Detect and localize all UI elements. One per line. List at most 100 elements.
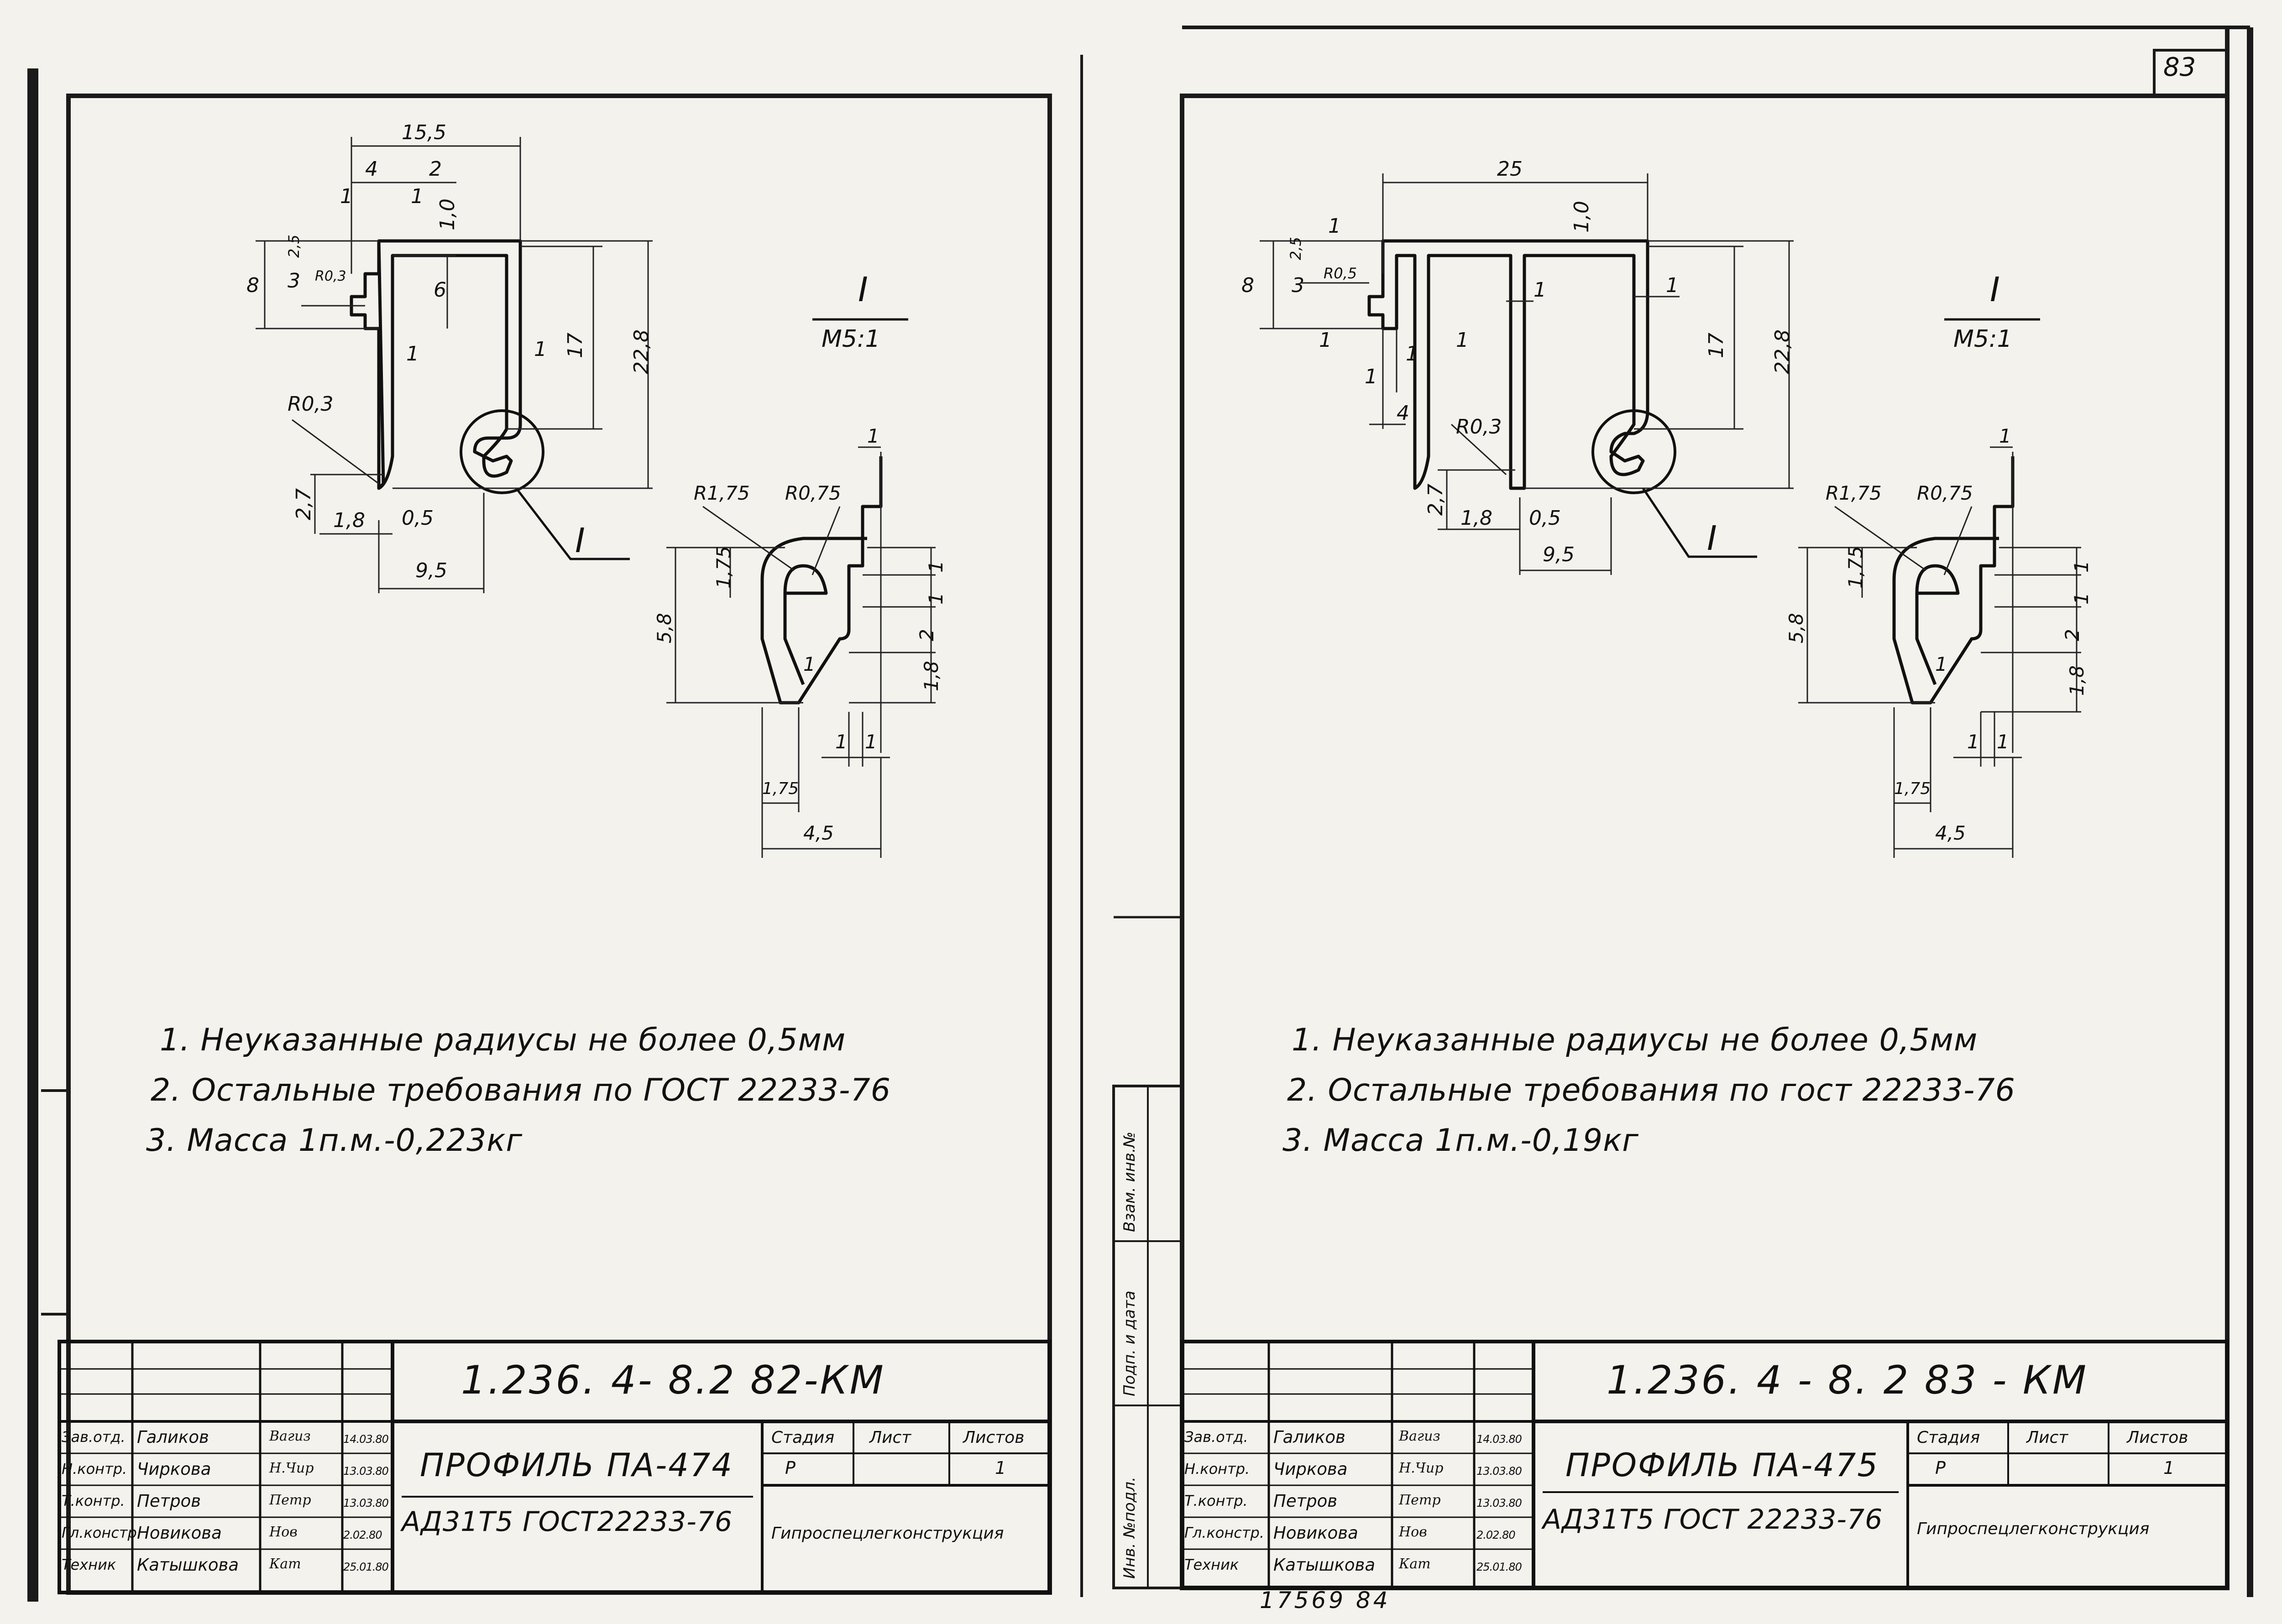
dim: 1,0 — [1570, 201, 1593, 233]
dim: 2 — [916, 629, 938, 641]
sig-date: 13.03.80 — [1476, 1465, 1522, 1478]
left-note-1: 1. Неуказанные радиусы не более 0,5мм — [160, 1022, 846, 1058]
dim: 1 — [1967, 731, 1979, 753]
dim: 22,8 — [1771, 329, 1794, 374]
sig-role: Т.контр. — [1184, 1492, 1248, 1509]
left-detail-label: I М5:1 I — [575, 270, 908, 560]
left-main-dimlines — [256, 137, 653, 593]
dim: 1 — [865, 731, 877, 753]
archive-number: 17569 84 — [1260, 1587, 1391, 1614]
sig-signature: Вагиз — [1399, 1428, 1440, 1444]
dim: 15,5 — [402, 121, 446, 144]
dim: 3 — [1292, 274, 1304, 297]
right-note-2: 2. Остальные требования по гост 22233-76 — [1287, 1072, 2015, 1108]
dim: 1 — [925, 592, 947, 605]
left-main-dim-texts: 15,5 4 2 1 1 1,0 2,5 3 R0,3 8 6 1 1 17 2… — [246, 121, 653, 582]
dim: 1 — [803, 653, 816, 675]
sheets-header: Листов — [2127, 1428, 2188, 1447]
dim: R0,3 — [1456, 415, 1502, 439]
dim: 9,5 — [415, 559, 447, 582]
sig-name: Галиков — [137, 1427, 209, 1447]
left-callout-leader — [517, 490, 630, 560]
dim: 8 — [1241, 274, 1254, 297]
left-detail-dim-texts: 1 R1,75 R0,75 1,75 1 1 5,8 2 1 1,8 1 1 1… — [653, 425, 947, 844]
sig-signature: Кат — [269, 1556, 301, 1572]
document-code: 1.236. 4 - 8. 2 83 - КМ — [1607, 1358, 2088, 1403]
left-note-2: 2. Остальные требования по ГОСТ 22233-76 — [151, 1072, 891, 1108]
stage-header: Стадия — [1917, 1428, 1980, 1447]
left-detail-dimlines — [666, 446, 936, 858]
dim: 1 — [835, 731, 848, 753]
sig-role: Зав.отд. — [1184, 1428, 1248, 1446]
material-spec: АД31Т5 ГОСТ 22233-76 — [1543, 1504, 1883, 1535]
sig-role: Гл.констр. — [1184, 1524, 1264, 1541]
dim: 1 — [1406, 342, 1418, 366]
callout-label: I — [575, 521, 585, 560]
stage-header: Стадия — [771, 1428, 835, 1447]
document-code: 1.236. 4- 8.2 82-КМ — [461, 1358, 885, 1403]
sheet-header: Лист — [869, 1428, 911, 1447]
dim: 5,8 — [1785, 613, 1807, 643]
dim: 1 — [1319, 329, 1332, 352]
dim: 3 — [288, 269, 300, 292]
dim: R0,75 — [1917, 482, 1973, 504]
dim: 1 — [1456, 329, 1469, 352]
right-main-dimlines — [1260, 173, 1794, 575]
sig-name: Чиркова — [1273, 1459, 1348, 1479]
dim: 1 — [2070, 560, 2093, 573]
sheets-header: Листов — [963, 1428, 1025, 1447]
profile-title: ПРОФИЛЬ ПА-474 — [420, 1446, 733, 1484]
dim: R0,5 — [1324, 265, 1357, 282]
dim: 1,8 — [2066, 665, 2088, 696]
dim: R1,75 — [694, 482, 750, 504]
sig-signature: Петр — [269, 1492, 311, 1508]
right-note-3: 3. Масса 1п.м.-0,19кг — [1282, 1123, 1639, 1159]
dim: 1,0 — [436, 198, 459, 230]
side-label-inv: Инв. №подл. — [1120, 1477, 1139, 1579]
dim: 1 — [1365, 365, 1377, 388]
dim: 4,5 — [1935, 822, 1966, 844]
left-title-block-grid — [58, 1340, 1052, 1594]
dim: 1 — [1666, 274, 1679, 297]
dim: R0,75 — [785, 482, 841, 504]
dim: 6 — [434, 278, 446, 302]
dim: 2 — [429, 157, 442, 181]
stage-value: Р — [1935, 1458, 1946, 1478]
dim: 1 — [2070, 592, 2093, 605]
sheet-frames — [27, 26, 2253, 1602]
dim: 1,8 — [333, 509, 365, 532]
sig-date: 2.02.80 — [1476, 1529, 1516, 1541]
right-detail-dim-texts: 1 R1,75 R0,75 1,75 1 1 5,8 2 1,8 1 1 1 1… — [1785, 425, 2093, 844]
right-detail-circle — [1591, 409, 1676, 494]
dim: 4,5 — [803, 822, 834, 844]
sig-role: Техник — [1184, 1556, 1239, 1573]
sig-name: Галиков — [1273, 1427, 1345, 1447]
dim: 2,5 — [285, 235, 303, 258]
left-detail-circle — [460, 409, 544, 494]
stage-value: Р — [785, 1458, 796, 1478]
sig-signature: Н.Чир — [269, 1460, 314, 1476]
dim: 17 — [564, 333, 587, 358]
dim: 1,75 — [762, 779, 799, 798]
sig-date: 13.03.80 — [1476, 1497, 1522, 1509]
sig-name: Катышкова — [1273, 1555, 1376, 1575]
left-note-3: 3. Масса 1п.м.-0,223кг — [146, 1123, 523, 1159]
sig-signature: Нов — [1399, 1524, 1427, 1540]
sig-date: 13.03.80 — [343, 1465, 389, 1478]
profile-title: ПРОФИЛЬ ПА-475 — [1565, 1446, 1879, 1484]
sig-name: Катышкова — [137, 1555, 239, 1575]
dim: 1 — [1534, 278, 1546, 302]
dim: 1 — [1935, 653, 1947, 675]
dim: 9,5 — [1543, 543, 1575, 566]
dim: 25 — [1497, 157, 1523, 181]
sig-role: Гл.констр. — [62, 1524, 141, 1541]
sig-signature: Петр — [1399, 1492, 1441, 1508]
dim: 1 — [1999, 425, 2011, 447]
organization: Гипроспецлегконструкция — [1917, 1520, 2150, 1538]
dim: 8 — [246, 274, 259, 297]
detail-scale: М5:1 — [1953, 325, 2012, 353]
dim: 1 — [925, 560, 947, 573]
right-title-block-grid — [1180, 1340, 2229, 1590]
dim: 1 — [411, 185, 424, 208]
